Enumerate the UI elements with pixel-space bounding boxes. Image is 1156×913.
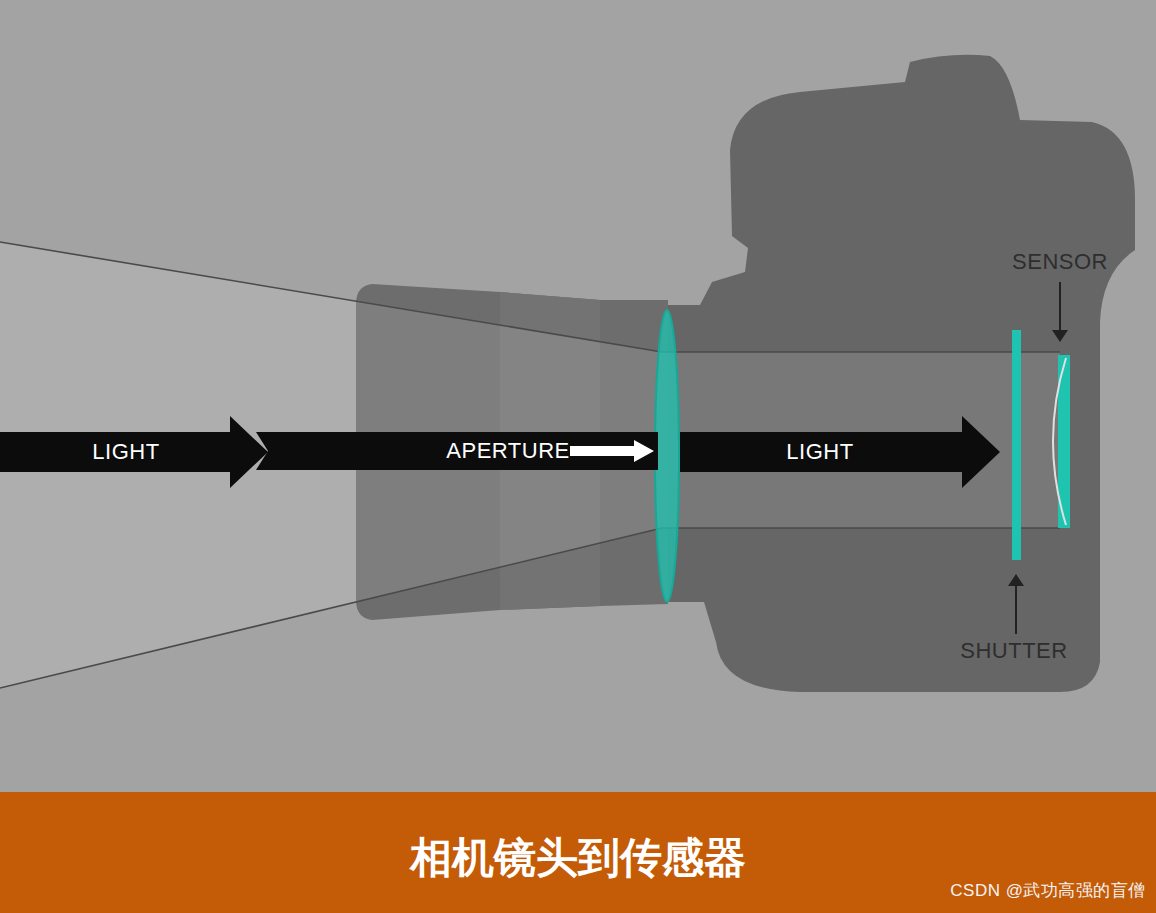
leader-line bbox=[1059, 282, 1061, 332]
arrow-fill bbox=[0, 416, 268, 488]
lens-element bbox=[655, 310, 679, 602]
arrow-band: APERTURE bbox=[256, 430, 658, 472]
arrow-band: LIGHT bbox=[680, 416, 1002, 488]
white-arrow bbox=[570, 440, 654, 462]
beam-edge bbox=[662, 527, 1060, 528]
leader-line bbox=[1015, 584, 1017, 634]
arrow-band: LIGHT bbox=[0, 416, 270, 488]
arrow-fill bbox=[680, 416, 1000, 488]
arrow-label: LIGHT bbox=[786, 439, 853, 465]
leader-head bbox=[1052, 330, 1068, 342]
light-beam bbox=[0, 242, 1060, 688]
beam-edge bbox=[0, 528, 662, 688]
sensor-curve bbox=[1053, 358, 1066, 525]
leader-head bbox=[1008, 574, 1024, 586]
caption: 相机镜头到传感器 bbox=[410, 830, 746, 886]
watermark: CSDN @武功高强的盲僧 bbox=[950, 879, 1146, 902]
arrow-label: LIGHT bbox=[92, 439, 159, 465]
shutter bbox=[1012, 330, 1021, 560]
background bbox=[0, 0, 1156, 792]
arrow-label: APERTURE bbox=[446, 438, 569, 464]
arrow-fill bbox=[256, 432, 658, 470]
caption-band bbox=[0, 792, 1156, 913]
part-label: SHUTTER bbox=[960, 638, 1067, 664]
beam-edge bbox=[0, 242, 662, 352]
part-label: SENSOR bbox=[1012, 249, 1108, 275]
beam-edge bbox=[662, 351, 1060, 352]
